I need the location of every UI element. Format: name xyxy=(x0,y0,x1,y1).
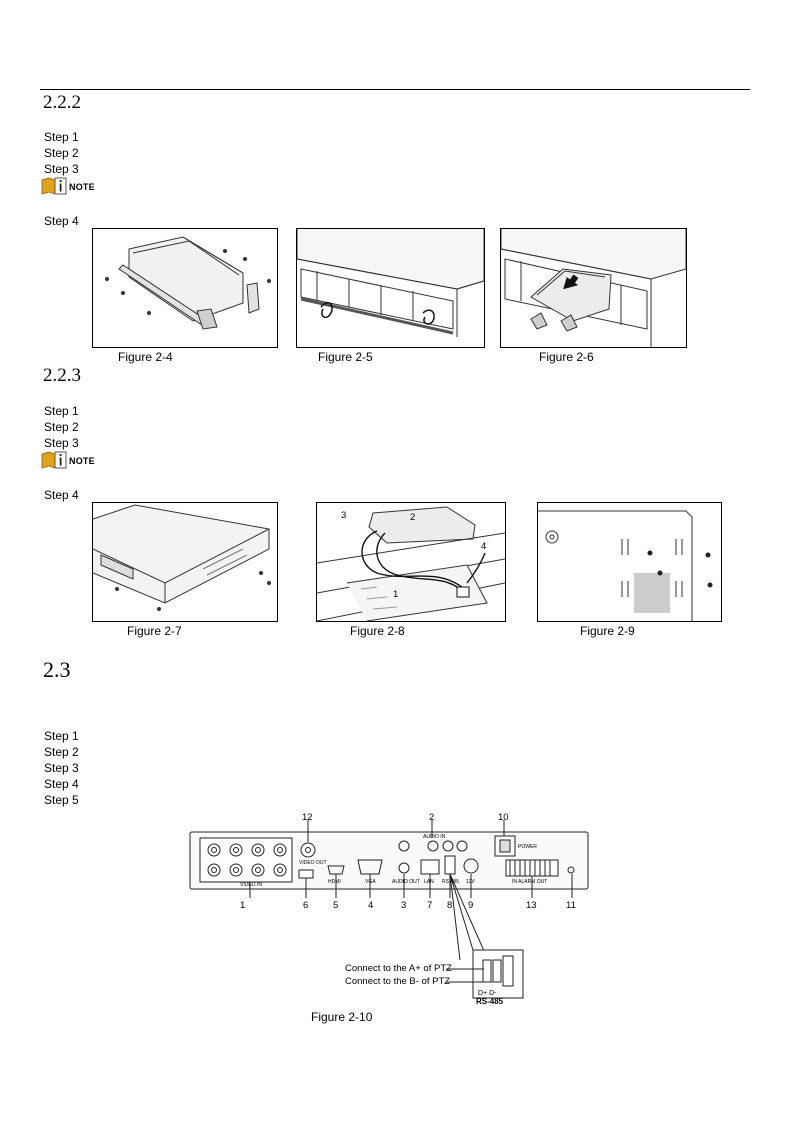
note-label: NOTE xyxy=(69,456,95,466)
step-label: Step 3 xyxy=(44,436,79,450)
port-label-hdmi: HDMI xyxy=(328,879,341,885)
step-label: Step 2 xyxy=(44,745,79,759)
figure-caption: Figure 2-7 xyxy=(127,624,182,638)
figure-caption: Figure 2-6 xyxy=(539,350,594,364)
figure-caption: Figure 2-9 xyxy=(580,624,635,638)
note-icon xyxy=(41,177,67,195)
section-heading-2-2-3: 2.2.3 xyxy=(43,365,81,386)
step-label: Step 3 xyxy=(44,162,79,176)
callout-b-minus: Connect to the B- of PTZ xyxy=(345,976,451,987)
section-heading-2-2-2: 2.2.2 xyxy=(43,92,81,113)
dvr-cover-drawing xyxy=(93,504,271,611)
step-label: Step 2 xyxy=(44,146,79,160)
hdd-screws-drawing xyxy=(538,510,713,621)
step-label: Step 4 xyxy=(44,777,79,791)
panel-number: 6 xyxy=(303,900,309,911)
step-label: Step 5 xyxy=(44,793,79,807)
section-heading-2-3: 2.3 xyxy=(43,657,71,682)
figure-2-10-rear-panel: 1 2 3 4 5 6 7 8 9 10 11 12 13 VIDEO IN V… xyxy=(188,810,598,1010)
panel-number: 13 xyxy=(526,900,537,911)
note-label: NOTE xyxy=(69,182,95,192)
step-label: Step 1 xyxy=(44,404,79,418)
port-label-lan: LAN xyxy=(424,879,434,885)
step-label: Step 1 xyxy=(44,130,79,144)
panel-number: 2 xyxy=(429,812,435,823)
hdd-cable-drawing xyxy=(317,506,505,621)
figure-caption: Figure 2-5 xyxy=(318,350,373,364)
fig8-callout: 1 xyxy=(393,589,399,600)
rs485-pin-label: D+ D- xyxy=(478,990,497,997)
note-icon xyxy=(41,451,67,469)
port-label-12v: 12V xyxy=(466,879,475,885)
panel-number: 12 xyxy=(302,812,313,823)
port-label-power: POWER xyxy=(518,844,537,850)
figure-2-9-image xyxy=(537,502,722,622)
hdd-bracket-drawing xyxy=(105,236,271,330)
fig8-callout: 2 xyxy=(410,512,416,523)
port-label-audio-in: AUDIO IN xyxy=(423,834,446,840)
fig8-callout: 4 xyxy=(481,541,487,552)
port-label-video-out: VIDEO OUT xyxy=(299,860,327,866)
figure-caption: Figure 2-4 xyxy=(118,350,173,364)
hdd-bay-drawing xyxy=(297,229,484,337)
panel-number: 8 xyxy=(447,900,453,911)
port-label-vga: VGA xyxy=(365,879,376,885)
port-label-alarm: IN ALARM OUT xyxy=(512,879,548,885)
step-label: Step 2 xyxy=(44,420,79,434)
port-label-audio-out: AUDIO OUT xyxy=(392,879,420,885)
panel-number: 7 xyxy=(427,900,433,911)
step-label: Step 4 xyxy=(44,214,79,228)
panel-number: 11 xyxy=(566,900,576,911)
rear-panel-drawing xyxy=(189,820,589,999)
figure-2-4-image xyxy=(92,228,278,348)
figure-caption: Figure 2-8 xyxy=(350,624,405,638)
panel-number: 5 xyxy=(333,900,339,911)
figure-2-5-image xyxy=(296,228,485,348)
step-label: Step 1 xyxy=(44,729,79,743)
header-rule xyxy=(40,89,750,90)
panel-number: 10 xyxy=(498,812,509,823)
port-label-rs485: RS-485 xyxy=(442,879,459,885)
callout-a-plus: Connect to the A+ of PTZ xyxy=(345,963,452,974)
fig8-callout: 3 xyxy=(341,510,347,521)
figure-2-7-image xyxy=(92,502,278,622)
step-label: Step 3 xyxy=(44,761,79,775)
figure-2-6-image xyxy=(500,228,687,348)
figure-2-8-image: 3 2 4 1 xyxy=(316,502,506,622)
panel-number: 1 xyxy=(240,900,246,911)
rs485-connector-label: RS-485 xyxy=(476,997,504,1006)
panel-number: 3 xyxy=(401,900,407,911)
port-label-video-in: VIDEO IN xyxy=(240,882,262,888)
panel-number: 9 xyxy=(468,900,474,911)
figure-caption: Figure 2-10 xyxy=(311,1010,373,1024)
step-label: Step 4 xyxy=(44,488,79,502)
hdd-insert-drawing xyxy=(501,229,686,347)
panel-number: 4 xyxy=(368,900,374,911)
